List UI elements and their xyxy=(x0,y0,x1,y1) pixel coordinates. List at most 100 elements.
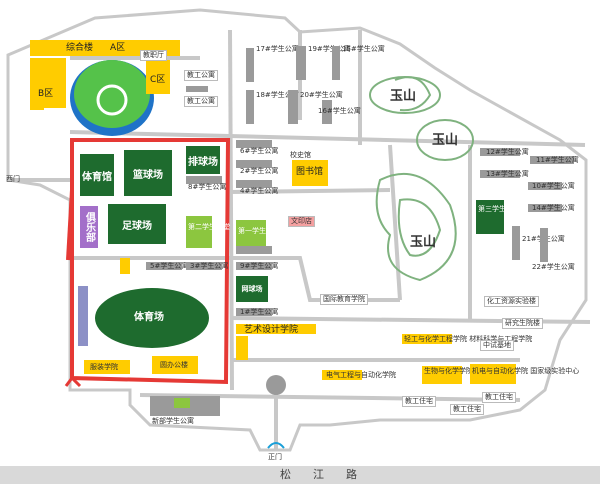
building-dorm10[interactable] xyxy=(528,182,562,190)
building-dorm13[interactable] xyxy=(480,170,520,178)
label-dianqi: 电气工程与自动化学院 xyxy=(326,371,396,379)
building-dorm3[interactable] xyxy=(186,262,222,270)
label-hualu: 化工资源实验楼 xyxy=(484,296,539,307)
building-xinbu-lime[interactable] xyxy=(174,398,190,408)
main-gate-arc xyxy=(267,442,285,449)
building-shitang2[interactable] xyxy=(186,216,212,248)
label-shitang2: 第二学生食堂 xyxy=(188,223,230,231)
label-dorm19: 19#学生公寓 xyxy=(308,45,351,53)
building-c[interactable] xyxy=(146,60,170,94)
label-dorm22: 22#学生公寓 xyxy=(532,263,575,271)
building-julebu[interactable]: 俱乐部 xyxy=(80,206,98,248)
building-dorm8[interactable] xyxy=(186,176,222,184)
label-tushuguan: 图书馆 xyxy=(296,167,324,177)
label-wenyi: 文印店 xyxy=(288,216,315,227)
label-jiaoshi-zhuzhai: 教工住宅 xyxy=(402,396,436,407)
label-dorm20: 20#学生公寓 xyxy=(300,91,343,99)
label-main-gate: 正门 xyxy=(268,453,282,461)
label-dorm6: 6#学生公寓 xyxy=(240,147,279,155)
running-track xyxy=(95,288,209,348)
label-jiaogong-gongyu: 教工公寓 xyxy=(184,70,218,81)
building-yishu[interactable] xyxy=(236,324,316,334)
building-jixie[interactable] xyxy=(470,364,516,384)
highlight-frame xyxy=(70,138,231,385)
building-paiqiuchang[interactable]: 排球场 xyxy=(186,146,220,174)
label-zuqiuchang: 足球场 xyxy=(122,220,152,232)
building-shengwu[interactable] xyxy=(422,366,462,384)
label-dorm13: 13#学生公寓 xyxy=(486,170,529,178)
building-dorm7[interactable] xyxy=(236,246,272,254)
building-dorm5[interactable] xyxy=(146,262,182,270)
label-dorm12: 12#学生公寓 xyxy=(486,148,529,156)
building-dorm14[interactable] xyxy=(528,204,562,212)
building-dorm2[interactable] xyxy=(236,160,272,168)
label-hill-3: 玉山 xyxy=(410,235,437,250)
street-bar xyxy=(0,466,600,484)
building-lanqiuchang[interactable]: 篮球场 xyxy=(124,150,172,196)
building-dorm15[interactable] xyxy=(332,46,340,80)
building-stand[interactable] xyxy=(78,286,88,346)
label-c-qu: C区 xyxy=(150,75,166,85)
building-small-yellow[interactable] xyxy=(120,258,130,274)
building-dorm11[interactable] xyxy=(530,156,574,164)
label-dorm15: 15#学生公寓 xyxy=(342,45,385,53)
label-jiaogong-gongyu-2: 教工公寓 xyxy=(184,96,218,107)
label-shitang1: 第一学生食堂 xyxy=(238,227,280,235)
label-jiaoxue-lou: 校史馆 xyxy=(290,151,311,159)
building-dorm22[interactable] xyxy=(540,228,548,262)
label-zonghelou: 综合楼 xyxy=(66,43,94,53)
label-shitang3: 第三学生食堂 xyxy=(478,205,520,213)
label-west-gate: 西门 xyxy=(6,175,20,183)
label-jiaoshi-zhuzhai-2: 教工住宅 xyxy=(450,404,484,415)
building-dorm9[interactable] xyxy=(236,262,272,270)
label-shengwu: 生物与化学学院 食品学院 xyxy=(424,367,504,375)
label-jixie: 机电与自动化学院 国家级实验中心 xyxy=(472,367,580,375)
building-fuzhuang[interactable] xyxy=(84,360,130,374)
label-fuzhuang: 服装学院 xyxy=(90,363,118,371)
building-dianqi[interactable] xyxy=(322,370,362,380)
building-jingzhong[interactable] xyxy=(152,356,198,374)
building-dorm1[interactable] xyxy=(236,308,272,316)
label-dorm18: 18#学生公寓 xyxy=(256,91,299,99)
label-yishu: 艺术设计学院 xyxy=(244,325,299,335)
label-jingzhong: 圆办公楼 xyxy=(160,361,188,369)
label-jiaoshi-ting: 教职厅 xyxy=(140,50,167,61)
building-zuqiuchang[interactable]: 足球场 xyxy=(108,204,166,244)
building-wangqiuchang[interactable]: 网球场 xyxy=(236,276,268,302)
label-tiyuguan: 体育馆 xyxy=(82,171,112,183)
label-dorm4: 4#学生公寓 xyxy=(240,187,279,195)
label-lanqiuchang: 篮球场 xyxy=(133,169,163,181)
building-qinggong[interactable] xyxy=(402,334,452,344)
building-dorm18[interactable] xyxy=(246,90,254,124)
building-tiyuguan[interactable]: 体育馆 xyxy=(80,154,114,196)
label-hill-1: 玉山 xyxy=(390,89,417,104)
label-dorm8: 8#学生公寓 xyxy=(188,183,227,191)
building-dorm19[interactable] xyxy=(296,46,306,80)
label-dorm10: 10#学生公寓 xyxy=(532,182,575,190)
label-dorm14: 14#学生公寓 xyxy=(532,204,575,212)
building-dorm17[interactable] xyxy=(246,48,254,82)
building-yishu-wing[interactable] xyxy=(236,336,248,360)
highlight-arrow xyxy=(66,189,74,261)
building-dorm20[interactable] xyxy=(288,90,298,124)
building-dorm21[interactable] xyxy=(512,226,520,260)
building-dorm6[interactable] xyxy=(236,140,272,148)
building-jiaogong-1[interactable] xyxy=(186,86,208,92)
label-b-qu: B区 xyxy=(38,89,54,99)
building-dorm12[interactable] xyxy=(480,148,520,156)
label-dorm9: 9#学生公寓 xyxy=(240,262,279,270)
building-dorm4[interactable] xyxy=(236,180,272,188)
building-b-wing[interactable] xyxy=(30,82,44,110)
building-dorm16[interactable] xyxy=(322,100,332,124)
label-a-qu: A区 xyxy=(110,43,126,53)
building-shitang1[interactable] xyxy=(236,220,266,246)
roads xyxy=(8,29,591,450)
hill-contours xyxy=(369,76,474,282)
label-qinggong: 轻工与化学工程学院 材料科学与工程学院 xyxy=(404,335,533,343)
highlight-arrow-tip xyxy=(64,376,82,388)
building-tushuguan[interactable] xyxy=(292,160,328,186)
building-shitang3[interactable] xyxy=(476,200,504,234)
roundabout xyxy=(266,375,286,395)
label-guoji-jiaoyu: 国际教育学院 xyxy=(320,294,368,305)
